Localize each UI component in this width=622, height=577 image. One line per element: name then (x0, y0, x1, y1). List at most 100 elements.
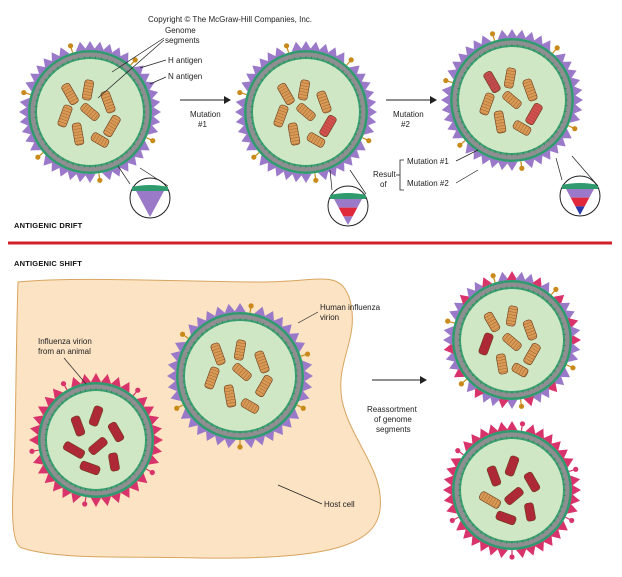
h-antigen-spike (167, 370, 177, 382)
h-antigen-spike (136, 473, 148, 484)
n-antigen-spike (490, 273, 496, 279)
h-antigen-spike (44, 396, 56, 407)
animal-virion-label-2: from an animal (38, 347, 91, 356)
h-antigen-spike (174, 341, 186, 353)
h-antigen-spike (450, 458, 462, 468)
h-antigen-spike (118, 52, 129, 64)
h-antigen-spike (542, 434, 553, 445)
h-antigen-spike (367, 106, 377, 118)
h-antigen-spike (188, 417, 199, 428)
h-antigen-spike (120, 381, 130, 393)
h-antigen-spike (326, 47, 337, 59)
h-antigen-spike (480, 540, 490, 552)
antigen-lens-original (129, 177, 171, 219)
reassortant-virion-1 (443, 271, 581, 409)
h-antigen-spike (148, 454, 159, 465)
genome-segment (524, 502, 536, 522)
antigenic-drift-title: ANTIGENIC DRIFT (14, 221, 83, 230)
n-antigen-spike (237, 89, 243, 96)
n-antigen-spike (150, 138, 156, 144)
h-antigen-spike (309, 41, 321, 52)
h-antigen-spike (90, 373, 102, 383)
h-antigen-spike (19, 97, 30, 109)
h-antigen-spike (474, 281, 485, 293)
h-antigen-spike (334, 52, 345, 64)
h-antigen-spike (506, 271, 518, 281)
h-antigen-spike (569, 112, 581, 123)
h-antigen-spike (516, 548, 527, 559)
reassortment-label-2: of genome (374, 415, 412, 424)
virion-mutation-2 (441, 29, 583, 171)
genome-segment (63, 441, 86, 460)
genome-segment (504, 67, 516, 89)
h-antigen-spike (569, 77, 581, 88)
h-antigen-spike (318, 169, 329, 181)
virion-labels: Genome segments H antigen N antigen (97, 26, 202, 99)
h-antigen-spike (37, 464, 49, 474)
n-antigen-spike (313, 177, 319, 183)
h-antigen-spike (246, 73, 258, 84)
n-antigen-label: N antigen (168, 72, 202, 81)
n-antigen-spike (251, 154, 257, 160)
h-antigen-spike (481, 153, 492, 165)
h-antigen-spike (300, 41, 312, 51)
h-antigen-spike (318, 43, 329, 55)
genome-segment (512, 120, 532, 136)
h-antigen-spike (565, 69, 577, 80)
h-antigen-spike (90, 497, 102, 507)
genome-segment (88, 437, 108, 455)
h-antigen-spike (170, 390, 182, 402)
genome-segment (90, 132, 110, 148)
h-antigen-spike (559, 302, 571, 313)
h-antigen-spike (288, 333, 300, 344)
h-antigen-spike (443, 494, 454, 505)
h-antigen-spike (120, 487, 130, 499)
h-antigen-spike (302, 360, 313, 372)
copyright-text: Copyright © The McGraw-Hill Companies, I… (148, 15, 312, 24)
h-antigen-spike (560, 128, 572, 139)
h-antigen-spike (489, 395, 501, 407)
h-antigen-spike (555, 53, 566, 64)
h-antigen-spike (143, 81, 155, 92)
h-antigen-spike (506, 161, 518, 171)
h-antigen-spike (506, 421, 518, 431)
mutation-1-number: #1 (198, 120, 207, 129)
n-antigen-spike (366, 138, 372, 144)
h-antigen-spike (458, 53, 469, 64)
n-antigen-spike (135, 387, 141, 393)
h-antigen-spike (449, 359, 460, 370)
genome-segment (483, 71, 502, 94)
h-antigen-spike (150, 115, 161, 127)
h-antigen-spike (553, 375, 565, 386)
genome-segment (70, 415, 86, 437)
genome-segment (100, 90, 116, 114)
h-antigen-spike (452, 128, 464, 139)
h-antigen-spike (51, 160, 62, 172)
genome-segment (504, 487, 524, 505)
h-antigen-spike (573, 94, 583, 106)
h-antigen-spike (126, 155, 137, 166)
h-antigen-spike (294, 341, 306, 353)
h-antigen-spike (241, 81, 253, 92)
h-antigen-spike (540, 148, 551, 160)
h-antigen-spike (197, 316, 208, 328)
h-antigen-spike (288, 408, 300, 419)
h-antigen-spike (259, 58, 270, 69)
n-antigen-spike (509, 554, 515, 560)
h-antigen-spike (252, 65, 263, 76)
n-antigen-spike (554, 45, 560, 51)
animal-virion (29, 373, 163, 507)
h-antigen-spike (272, 424, 283, 436)
h-antigen-spike (482, 392, 493, 403)
h-antigen-spike (110, 377, 121, 388)
h-antigen-spike (550, 528, 561, 539)
h-antigen-spike (480, 428, 490, 440)
h-antigen-spike (84, 41, 96, 51)
genome-segment (504, 455, 520, 477)
n-antigen-spike (21, 89, 27, 96)
h-antigen-spike (102, 43, 113, 55)
h-antigen-spike (449, 310, 460, 321)
h-antigen-spike (459, 294, 471, 305)
genome-segment (479, 491, 502, 510)
